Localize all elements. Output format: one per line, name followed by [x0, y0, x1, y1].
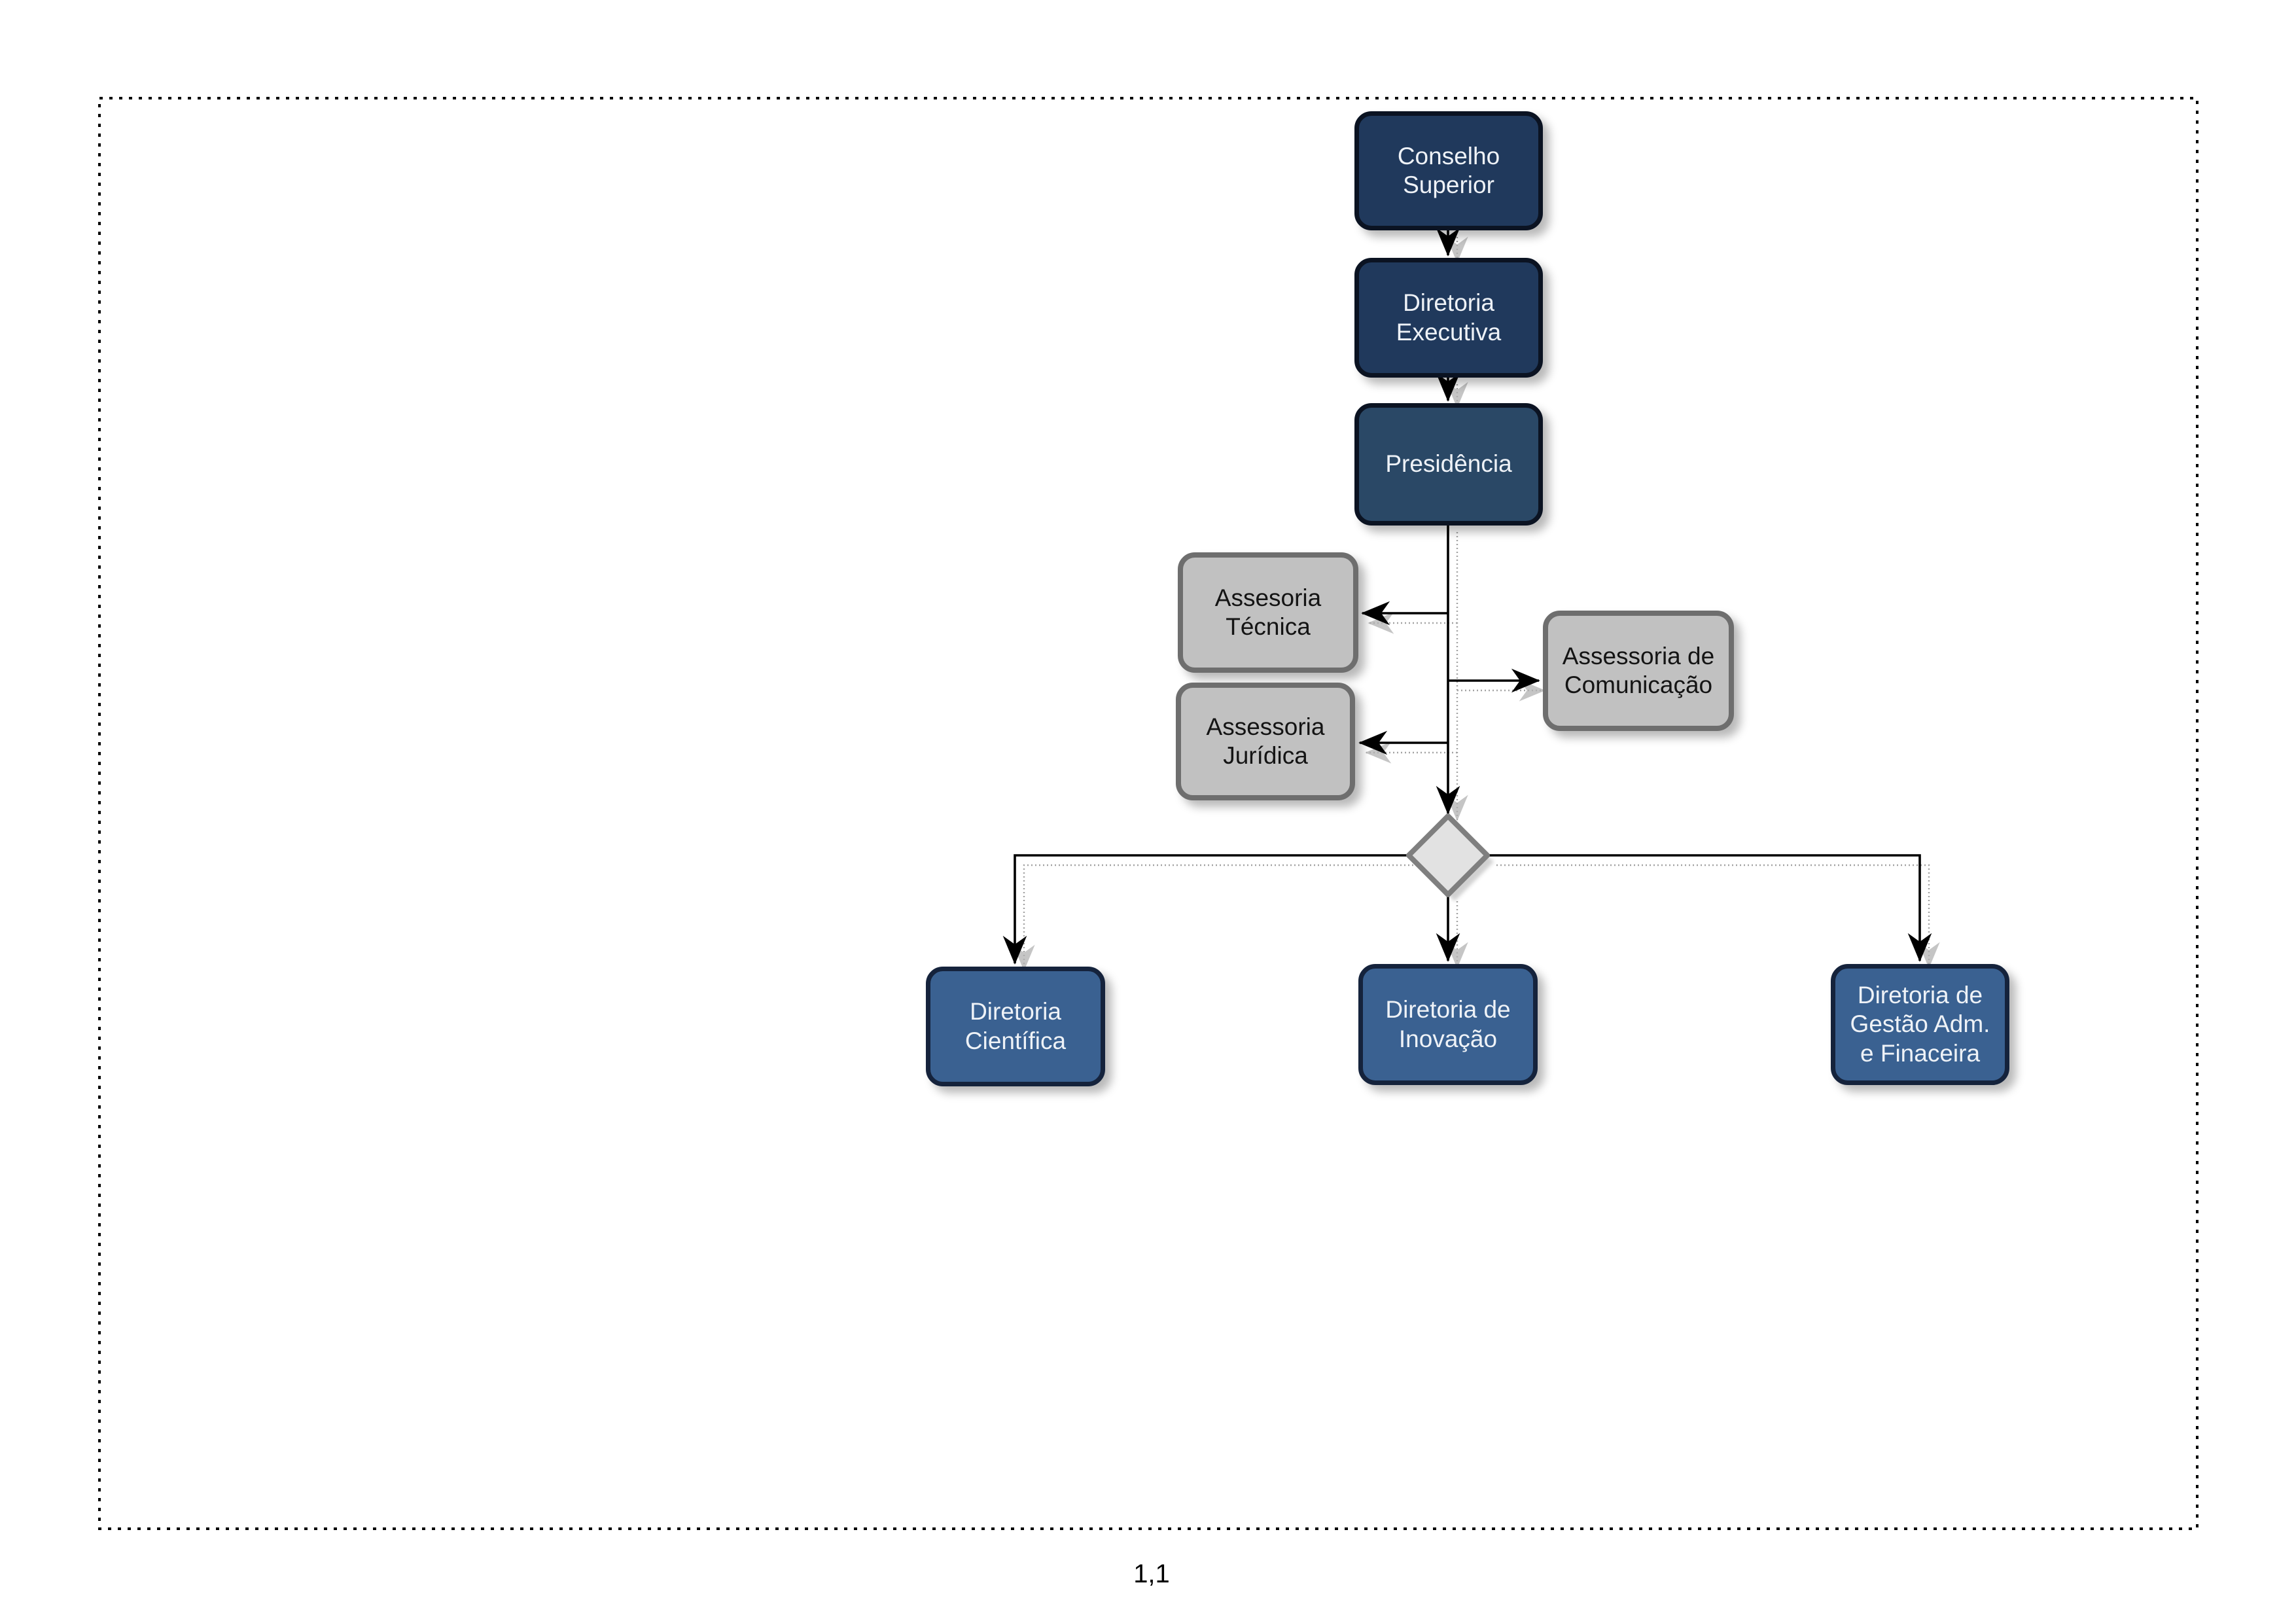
- node-label: Diretoria Executiva: [1396, 289, 1502, 346]
- shadow-diamond-gestao: [1496, 864, 1940, 969]
- node-label: Conselho Superior: [1397, 142, 1500, 198]
- node-label: Diretoria de Inovação: [1385, 996, 1511, 1052]
- node-diretoria-cientifica[interactable]: Diretoria Científica: [926, 967, 1105, 1086]
- decision-diamond[interactable]: [1406, 813, 1490, 897]
- node-diretoria-executiva[interactable]: Diretoria Executiva: [1354, 258, 1543, 378]
- node-presidencia[interactable]: Presidência: [1354, 403, 1543, 526]
- node-diretoria-inovacao[interactable]: Diretoria de Inovação: [1358, 964, 1538, 1085]
- connector-diamond-gestao[interactable]: [1487, 854, 1932, 962]
- node-conselho-superior[interactable]: Conselho Superior: [1354, 111, 1543, 230]
- node-label: Assesoria Técnica: [1214, 584, 1322, 640]
- node-assesoria-tecnica[interactable]: Assesoria Técnica: [1178, 552, 1358, 673]
- page-number-label: 1,1: [1133, 1560, 1170, 1588]
- connector-diamond-cientifica[interactable]: [1002, 854, 1409, 965]
- node-assessoria-comunicacao[interactable]: Assessoria de Comunicação: [1543, 611, 1734, 731]
- node-label: Assessoria Jurídica: [1206, 713, 1325, 769]
- shadow-diamond-cientifica: [1013, 864, 1413, 971]
- node-diretoria-gestao[interactable]: Diretoria de Gestão Adm. e Finaceira: [1831, 964, 2009, 1085]
- node-label: Assessoria de Comunicação: [1562, 642, 1715, 698]
- page-border: [98, 97, 2199, 1530]
- node-label: Diretoria de Gestão Adm. e Finaceira: [1850, 981, 1990, 1067]
- node-assessoria-juridica[interactable]: Assessoria Jurídica: [1176, 683, 1355, 800]
- node-label: Diretoria Científica: [964, 998, 1067, 1054]
- node-label: Presidência: [1385, 450, 1512, 478]
